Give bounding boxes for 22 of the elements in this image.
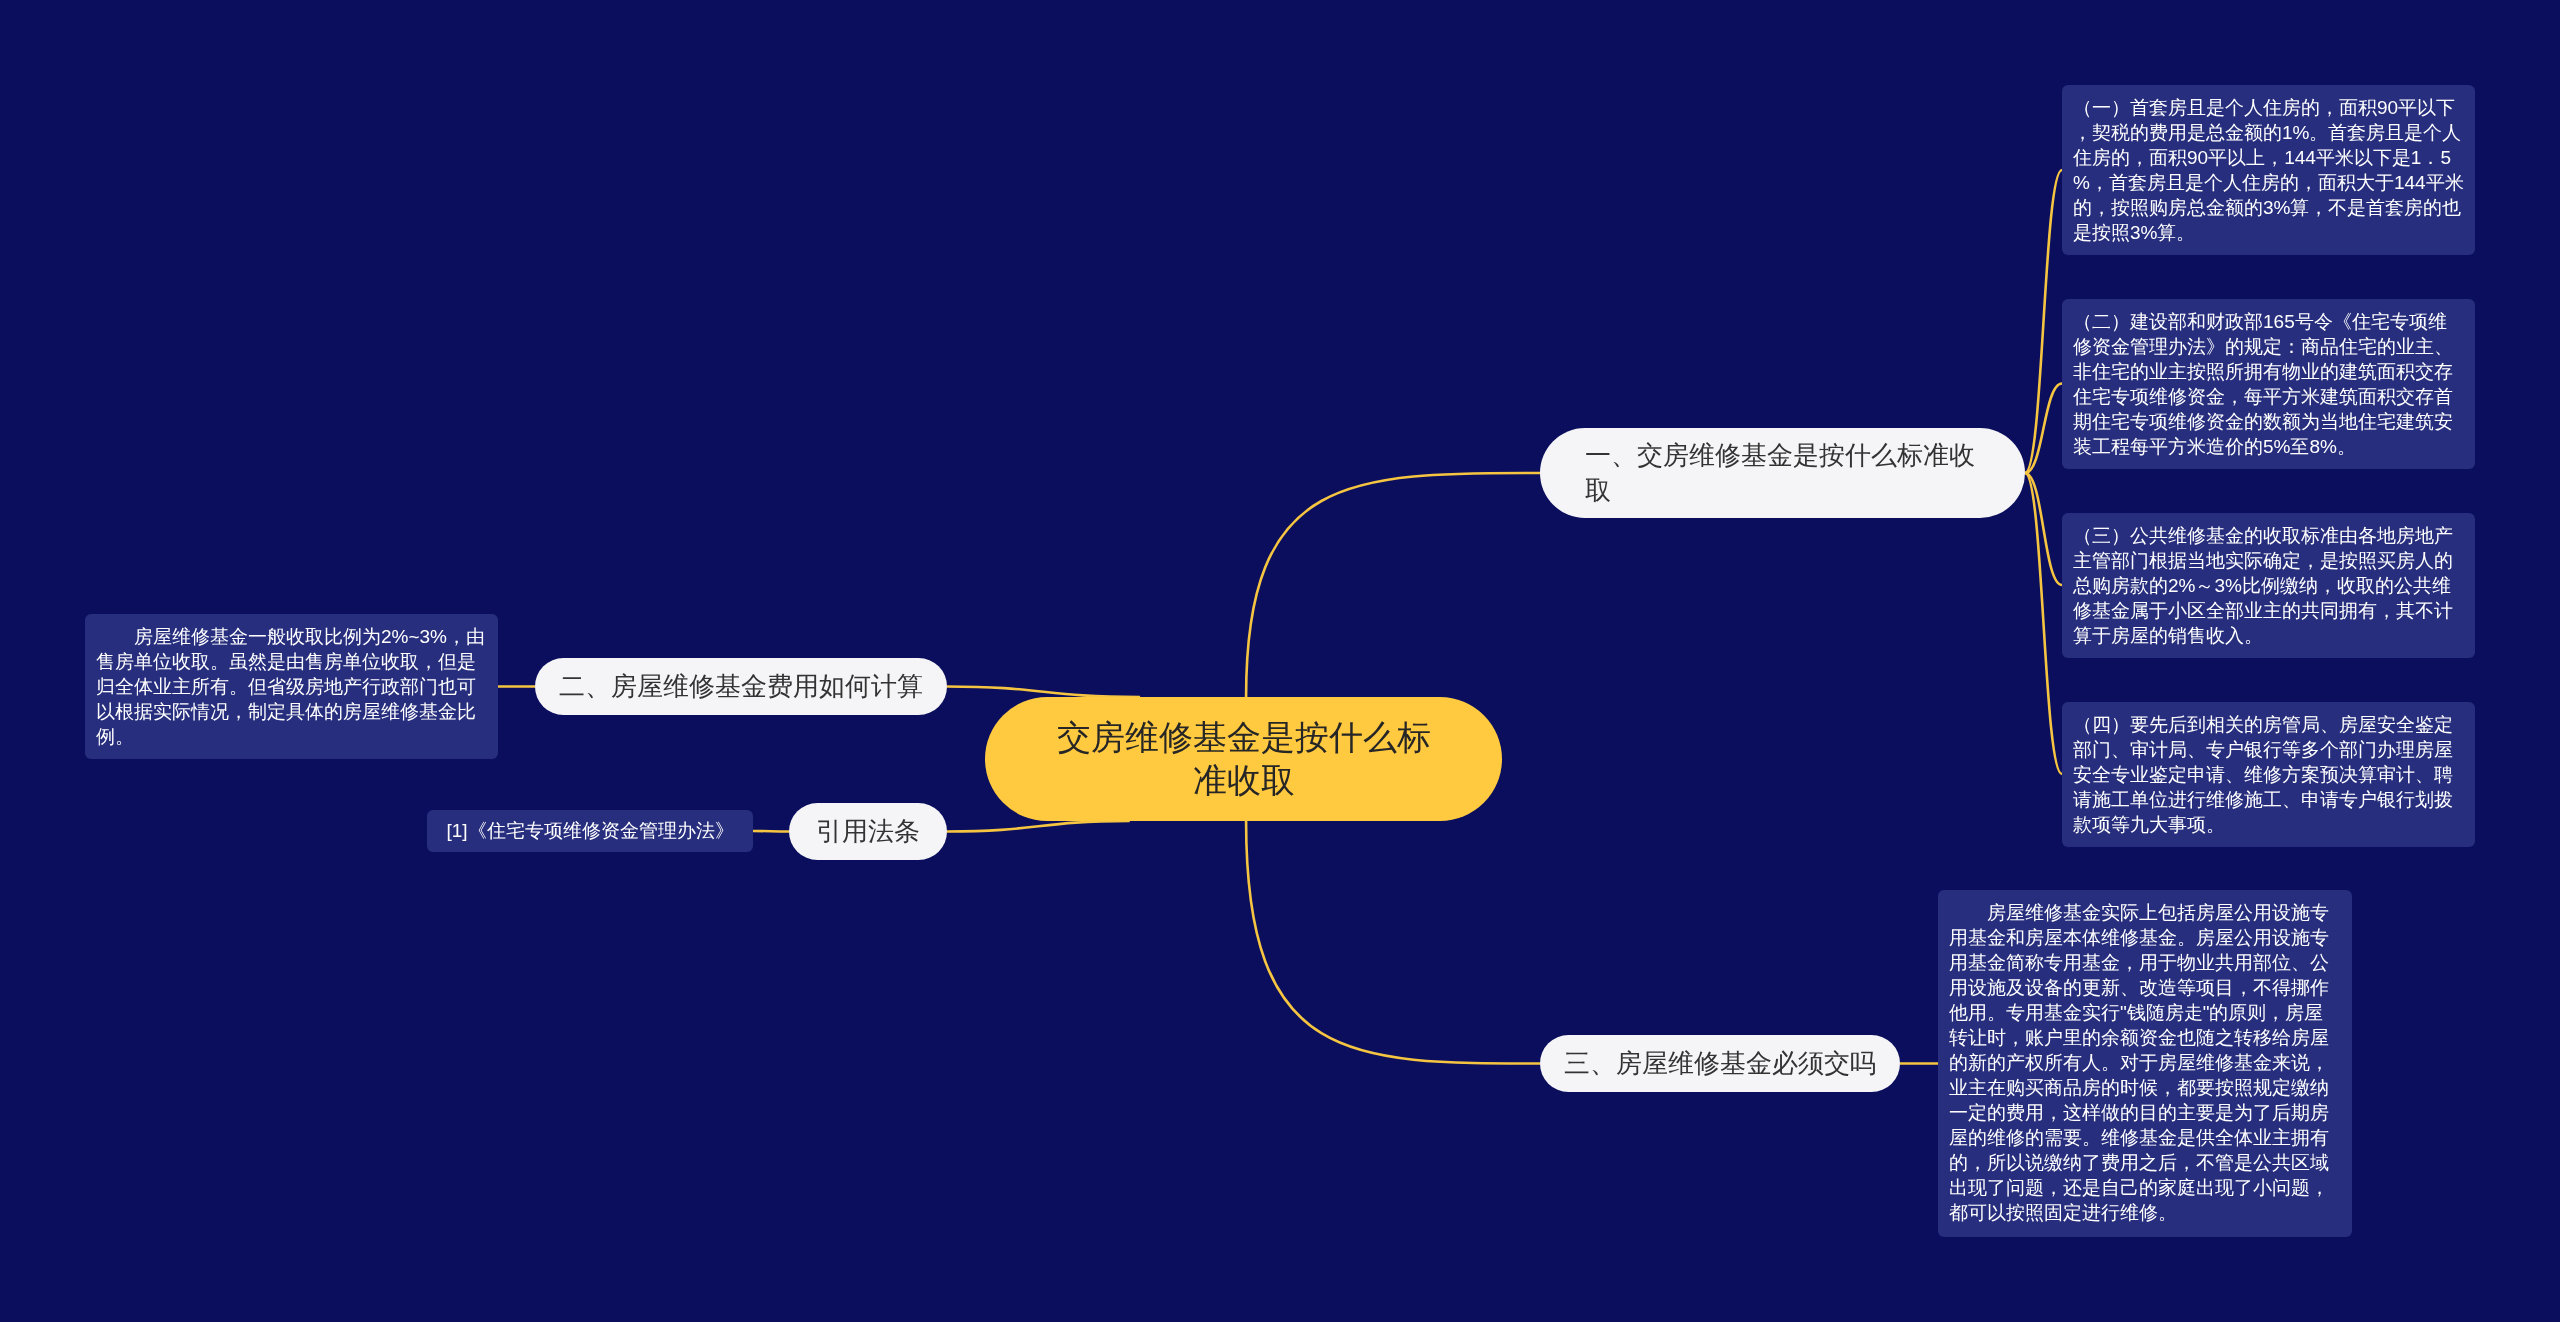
topic-box: 二、房屋维修基金费用如何计算 bbox=[535, 658, 947, 715]
connector-line bbox=[498, 685, 535, 688]
connector-line bbox=[1244, 820, 1540, 1065]
note-box: （四）要先后到相关的房管局、房屋安全鉴定部门、审计局、专户银行等多个部门办理房屋安全专业鉴定申请、维修方案预决算审计、聘请施工单位进行维修施工、申请专户银行划拨款项等九大事项。 bbox=[2062, 702, 2475, 847]
connector-line bbox=[2024, 382, 2063, 475]
connector-line bbox=[2024, 471, 2063, 587]
topic-box: 引用法条 bbox=[789, 803, 947, 860]
central-topic-box: 交房维修基金是按什么标准收取 bbox=[985, 697, 1502, 821]
note-box: 房屋维修基金一般收取比例为2%~3%，由售房单位收取。虽然是由售房单位收取，但是归全体业主所有。但省级房地产行政部门也可以根据实际情况，制定具体的房屋维修基金比例。 bbox=[85, 614, 498, 759]
connector-line bbox=[2023, 472, 2064, 775]
connector-line bbox=[947, 819, 1130, 833]
reference-box: [1]《住宅专项维修资金管理办法》 bbox=[427, 810, 753, 852]
topic-box: 一、交房维修基金是按什么标准收取 bbox=[1540, 428, 2025, 518]
connector-line bbox=[753, 829, 789, 833]
connector-line bbox=[947, 685, 1141, 699]
note-box: 房屋维修基金实际上包括房屋公用设施专用基金和房屋本体维修基金。房屋公用设施专用基金简称专用基金，用于物业共用部位、公用设施及设备的更新、改造等项目，不得挪作他用。专用基金实行"钱随房走"的原则，房屋转让时，账户里的余额资金也随之转移给房屋的新的产权所有人。对于房屋维修基金来说，业主在购买商品房的时候，都要按照规定缴纳一定的费用，这样做的目的主要是为了后期房屋的维修的需要。维修基金是供全体业主拥有的，所以说缴纳了费用之后，不管是公共区域出现了问题，还是自己的家庭出现了小问题，都可以按照固定进行维修。 bbox=[1938, 890, 2352, 1237]
note-box: （一）首套房且是个人住房的，面积90平以下，契税的费用是总金额的1%。首套房且是个人住房的，面积90平以上，144平米以下是1．5%，首套房且是个人住房的，面积大于144平米的，按照购房总金额的3%算，不是首套房的也是按照3%算。 bbox=[2062, 85, 2475, 255]
connector-line bbox=[1244, 471, 1540, 698]
note-box: （三）公共维修基金的收取标准由各地房地产主管部门根据当地实际确定，是按照买房人的总购房款的2%～3%比例缴纳，收取的公共维修基金属于小区全部业主的共同拥有，其不计算于房屋的销售收入。 bbox=[2062, 513, 2475, 658]
connector-line bbox=[2023, 169, 2064, 474]
note-box: （二）建设部和财政部165号令《住宅专项维修资金管理办法》的规定：商品住宅的业主、非住宅的业主按照所拥有物业的建筑面积交存住宅专项维修资金，每平方米建筑面积交存首期住宅专项维修资金的数额为当地住宅建筑安装工程每平方米造价的5%至8%。 bbox=[2062, 299, 2475, 469]
topic-box: 三、房屋维修基金必须交吗 bbox=[1540, 1035, 1900, 1092]
